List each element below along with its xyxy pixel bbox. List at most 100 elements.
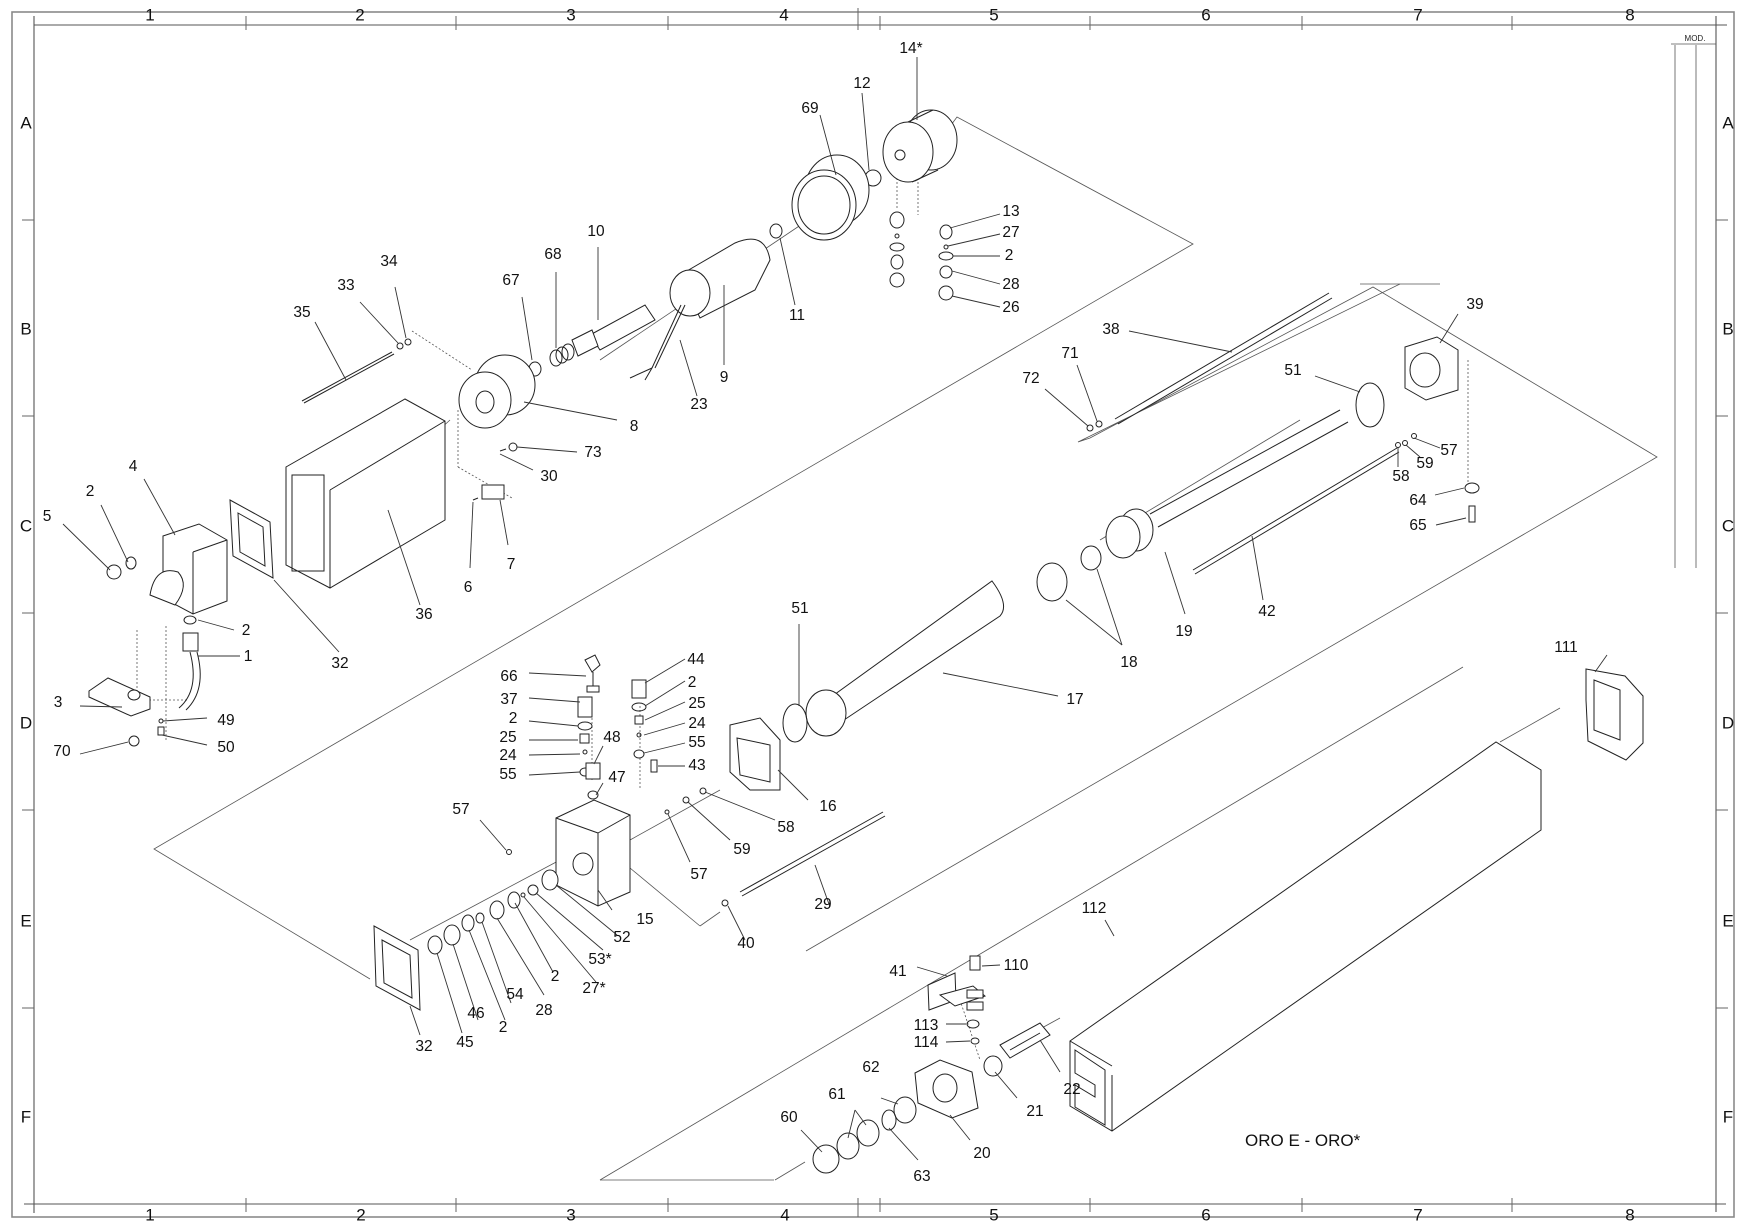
callout-72: 72 [1022, 370, 1039, 387]
part-112-profile [1069, 741, 1542, 1132]
callout-2-stack-left: 2 [509, 710, 518, 727]
part-21-roller [983, 1055, 1003, 1077]
part-19-rod [1149, 409, 1341, 515]
callout-46: 46 [467, 1005, 484, 1022]
callout-32-lower: 32 [415, 1038, 432, 1055]
part-15-valve-block [555, 799, 631, 907]
callout-52: 52 [613, 929, 630, 946]
callout-49: 49 [217, 712, 234, 729]
callout-55-left: 55 [499, 766, 516, 783]
callout-25-right: 25 [688, 695, 705, 712]
part-30-screw [499, 448, 507, 452]
sheet-outer-border [11, 11, 1735, 1218]
part-69-sleeve [791, 154, 870, 241]
callout-16: 16 [819, 798, 836, 815]
callout-15: 15 [636, 911, 653, 928]
callout-58-lower: 58 [777, 819, 794, 836]
callout-29: 29 [814, 896, 831, 913]
part-42-rod [1192, 447, 1398, 571]
callout-40: 40 [737, 935, 755, 952]
zone-row-c-right: C [1722, 516, 1734, 535]
callout-24-left: 24 [499, 747, 517, 764]
callout-59-upper: 59 [1416, 455, 1433, 472]
zone-row-d-left: D [20, 713, 32, 732]
callout-24-right: 24 [688, 715, 706, 732]
zone-row-a-left: A [20, 113, 32, 132]
callout-19: 19 [1175, 623, 1192, 640]
part-72-nut [1086, 424, 1094, 432]
valve-stack-15-middle [584, 654, 601, 800]
zone-col-2-bottom: 2 [356, 1205, 365, 1224]
callout-2-stack-right: 2 [688, 674, 697, 691]
part-35-rod [301, 351, 393, 402]
callout-71: 71 [1061, 345, 1078, 362]
zone-col-8-bottom: 8 [1625, 1205, 1634, 1224]
callout-48: 48 [603, 729, 620, 746]
seal-chain-lower-left [427, 869, 559, 955]
callout-27: 27 [1002, 224, 1019, 241]
callout-54: 54 [506, 986, 524, 1003]
zone-col-3-top: 3 [566, 5, 575, 24]
part-10-shaft [571, 304, 656, 357]
part-18-ring-inner [1080, 545, 1102, 571]
part-51-oring-lower [782, 703, 808, 743]
callout-3: 3 [54, 694, 63, 711]
part-29-bolt [739, 811, 884, 893]
callout-7: 7 [507, 556, 516, 573]
callout-13: 13 [1002, 203, 1019, 220]
part-57-lower [664, 809, 670, 815]
part-59-lower [682, 796, 690, 804]
part-40-nut [721, 899, 729, 907]
callout-67: 67 [502, 272, 519, 289]
part-23-wires [629, 304, 686, 381]
callout-2-chain-b: 2 [499, 1019, 508, 1036]
callout-11: 11 [789, 307, 805, 324]
callout-58-upper: 58 [1392, 468, 1409, 485]
zone-col-7-top: 7 [1413, 5, 1422, 24]
callout-68: 68 [544, 246, 561, 263]
callout-57-lower: 57 [690, 866, 707, 883]
zone-col-5-bottom: 5 [989, 1205, 998, 1224]
callout-64: 64 [1409, 492, 1427, 509]
zone-row-c-left: C [20, 516, 32, 535]
zone-col-2-top: 2 [355, 5, 364, 24]
callout-113: 113 [914, 1017, 939, 1034]
callout-53: 53* [588, 951, 611, 968]
part-62-ring [893, 1096, 917, 1124]
callout-59-lower: 59 [733, 841, 750, 858]
part-34-nut [404, 338, 412, 346]
part-65-screw [1468, 505, 1476, 523]
valve-stack-left [889, 211, 905, 288]
part-110-pin [969, 955, 981, 971]
callout-69: 69 [801, 100, 818, 117]
callout-44: 44 [687, 651, 705, 668]
zone-row-e-left: E [20, 911, 31, 930]
callout-50: 50 [217, 739, 235, 756]
callout-63: 63 [913, 1168, 930, 1185]
callout-70: 70 [53, 743, 71, 760]
part-1-hose [178, 632, 201, 711]
callout-8: 8 [630, 418, 639, 435]
part-9-motor [669, 238, 771, 319]
part-68-spring [549, 343, 575, 367]
callout-37: 37 [500, 691, 517, 708]
zone-col-4-bottom: 4 [780, 1205, 789, 1224]
callout-4: 4 [129, 458, 138, 475]
callout-51-lower: 51 [791, 600, 808, 617]
part-18-ring-outer [1036, 562, 1068, 602]
callout-66: 66 [500, 668, 517, 685]
callout-112: 112 [1082, 900, 1107, 917]
callouts: 14* 12 69 13 27 2 28 26 10 11 9 23 68 67… [43, 40, 1578, 1185]
part-39-end-flange [1404, 336, 1459, 401]
part-36-housing [285, 398, 446, 589]
callout-51-upper: 51 [1284, 362, 1301, 379]
valve-stack-15-right [631, 679, 658, 773]
part-64-washer [1464, 482, 1480, 494]
callout-23: 23 [690, 396, 707, 413]
zone-col-7-bottom: 7 [1413, 1205, 1422, 1224]
part-58-lower [699, 787, 707, 795]
part-16-end-plate [729, 717, 781, 791]
revision-block: MOD. [1671, 34, 1716, 568]
zone-col-6-bottom: 6 [1201, 1205, 1210, 1224]
zone-row-b-left: B [20, 319, 31, 338]
